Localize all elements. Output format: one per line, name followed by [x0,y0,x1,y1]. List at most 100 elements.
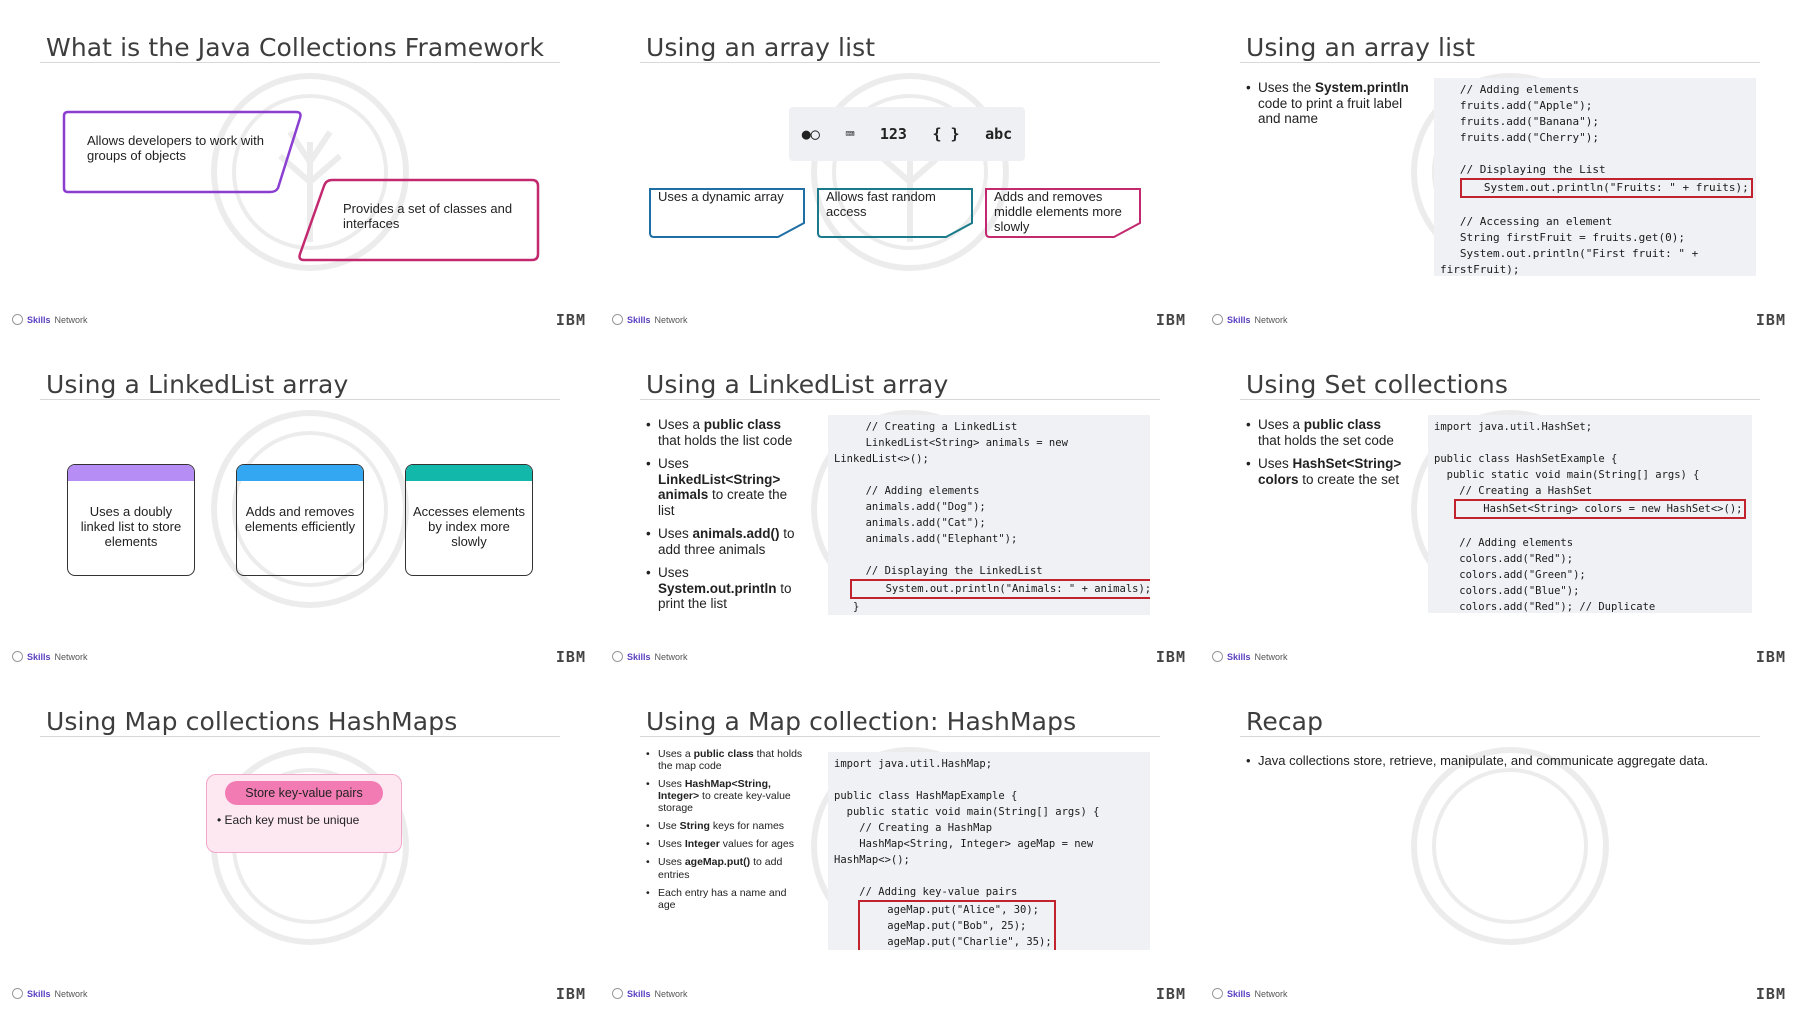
box-random-access: Allows fast random access [826,189,936,219]
title-divider [1240,62,1760,63]
text-icon: abc [985,125,1013,143]
title-divider [1240,736,1760,737]
bullet-public-class: Uses a public class that holds the list … [646,417,804,448]
skills-network-logo: Skills Network [612,651,688,662]
code-block: import java.util.HashSet; public class H… [1428,415,1752,613]
slide-7: Using Map collections HashMaps Store key… [0,674,600,1011]
tree-watermark-icon [211,73,409,271]
skills-network-logo: Skills Network [12,651,88,662]
bullet-recap: Java collections store, retrieve, manipu… [1246,753,1766,769]
bullet-list: Uses a public class that holds the map c… [646,748,804,917]
card-header-purple [68,465,194,481]
skills-network-logo: Skills Network [612,314,688,325]
slide-title: Using a Map collection: HashMaps [646,707,1077,736]
ibm-logo: IBM [1755,648,1786,666]
bullet-list: Java collections store, retrieve, manipu… [1246,753,1766,777]
data-type-icon-bar: ●◯ ⌨ 123 { } abc [789,107,1025,161]
highlighted-code: HashSet<String> colors = new HashSet<>()… [1454,499,1747,519]
ibm-logo: IBM [555,985,586,1003]
bullet-hashmap: Uses HashMap<String, Integer> to create … [646,778,804,814]
bullet-string-keys: Use String keys for names [646,820,804,832]
code-block: import java.util.HashMap; public class H… [828,752,1150,950]
slide-title: Using an array list [1246,33,1476,62]
tree-watermark-icon [811,73,1009,271]
bullet-println: Uses the System.println code to print a … [1246,80,1426,127]
title-divider [640,62,1160,63]
bullet-public-class: Uses a public class that holds the map c… [646,748,804,772]
box-dynamic-array: Uses a dynamic array [658,189,784,204]
slide-8: Using a Map collection: HashMaps Uses a … [600,674,1200,1011]
logo-icon [1212,988,1223,999]
slide-1: What is the Java Collections Framework A… [0,0,600,337]
box-outline-pink [985,188,1141,238]
bullet-put: Uses ageMap.put() to add entries [646,856,804,880]
card-adds-removes: Adds and removes elements efficiently [236,464,364,576]
skills-network-logo: Skills Network [12,314,88,325]
box-outline-blue [649,188,805,238]
braces-icon: { } [932,125,960,143]
calendar-icon: ⌨ [845,125,855,143]
slide-9: Recap Java collections store, retrieve, … [1200,674,1800,1011]
logo-icon [12,314,23,325]
toggle-icon: ●◯ [801,125,820,143]
title-divider [40,736,560,737]
slide-title: Using an array list [646,33,876,62]
card-classes: Provides a set of classes and interfaces [343,201,513,231]
title-divider [640,399,1160,400]
card-header-teal [406,465,532,481]
title-divider [40,399,560,400]
code-block: // Creating a LinkedList LinkedList<Stri… [828,415,1150,615]
slide-title: Using a LinkedList array [646,370,949,399]
slide-title: Using Set collections [1246,370,1508,399]
skills-network-logo: Skills Network [1212,314,1288,325]
card-outline-purple [62,110,302,194]
bullet-add: Uses animals.add() to add three animals [646,526,804,557]
slide-title: Using a LinkedList array [46,370,349,399]
logo-icon [12,651,23,662]
bullet-list: Uses a public class that holds the list … [646,417,804,620]
logo-icon [612,314,623,325]
skills-network-logo: Skills Network [12,988,88,999]
card-developers: Allows developers to work with groups of… [87,133,265,163]
box-middle-elements: Adds and removes middle elements more sl… [994,189,1122,234]
card-header-blue [237,465,363,481]
map-info-card: Store key-value pairs • Each key must be… [206,774,402,853]
slide-4: Using a LinkedList array Uses a doubly l… [0,337,600,674]
title-divider [640,736,1160,737]
slide-title: What is the Java Collections Framework [46,33,545,62]
logo-icon [1212,314,1223,325]
code-block: // Adding elements fruits.add("Apple"); … [1434,78,1756,276]
skills-network-logo: Skills Network [1212,651,1288,662]
card-outline-pink [298,178,540,262]
skills-network-logo: Skills Network [1212,988,1288,999]
ibm-logo: IBM [1155,648,1186,666]
ibm-logo: IBM [1155,985,1186,1003]
bullet-linkedlist: Uses LinkedList<String> animals to creat… [646,456,804,518]
key-value-pill: Store key-value pairs [225,781,383,805]
logo-icon [1212,651,1223,662]
card-doubly-linked: Uses a doubly linked list to store eleme… [67,464,195,576]
slide-2: Using an array list ●◯ ⌨ 123 { } abc Use… [600,0,1200,337]
bullet-list: Uses a public class that holds the set c… [1246,417,1404,495]
ibm-logo: IBM [1755,985,1786,1003]
ibm-logo: IBM [555,648,586,666]
ibm-logo: IBM [1755,311,1786,329]
slide-6: Using Set collections Uses a public clas… [1200,337,1800,674]
skills-network-logo: Skills Network [612,988,688,999]
logo-icon [612,651,623,662]
unique-key-bullet: • Each key must be unique [217,813,360,827]
bullet-entry: Each entry has a name and age [646,887,804,911]
logo-icon [12,988,23,999]
tree-watermark-icon [211,410,409,608]
title-divider [1240,399,1760,400]
ibm-logo: IBM [555,311,586,329]
bullet-hashset: Uses HashSet<String> colors to create th… [1246,456,1404,487]
slide-title: Recap [1246,707,1324,736]
bullet-integer-values: Uses Integer values for ages [646,838,804,850]
slide-title: Using Map collections HashMaps [46,707,458,736]
bullet-println: Uses System.out.println to print the lis… [646,565,804,612]
title-divider [40,62,560,63]
tree-watermark-icon [1411,747,1609,945]
bullet-public-class: Uses a public class that holds the set c… [1246,417,1404,448]
number-icon: 123 [879,125,907,143]
